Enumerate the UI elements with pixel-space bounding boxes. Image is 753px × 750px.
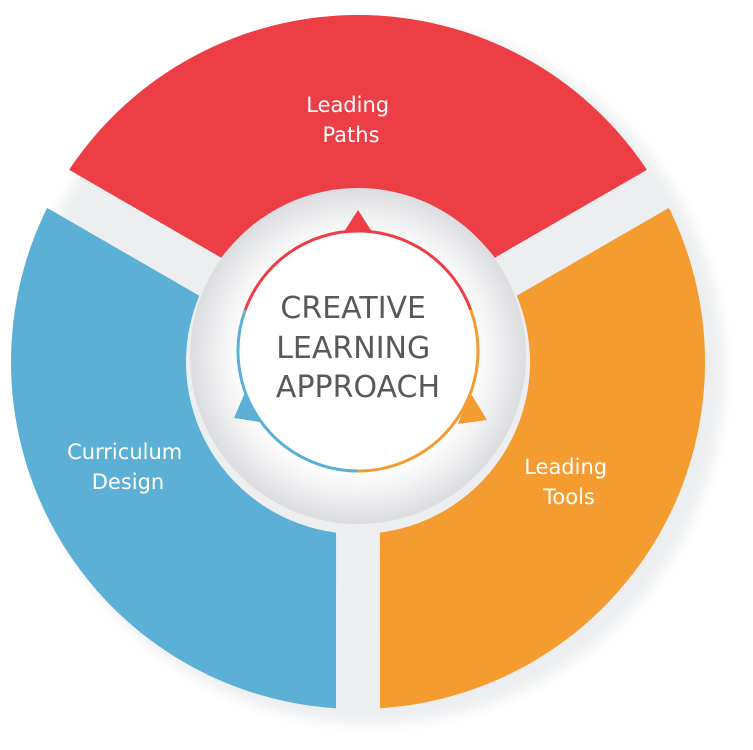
label-line: Tools [542,485,595,509]
label-line: Paths [322,123,379,147]
center-border-orange [357,309,480,473]
center-border-blue [236,309,359,473]
center-title: CREATIVE LEARNING APPROACH [276,291,440,405]
label-line: Leading [306,93,389,117]
label-line: Design [92,470,165,494]
label-line: Curriculum [67,440,182,464]
center-title-line-1: CREATIVE [280,291,426,326]
center-title-line-2: LEARNING [276,331,430,366]
arrow-leading-tools-icon [458,392,487,424]
segment-curriculum-design [11,207,337,709]
arrow-curriculum-design-icon [234,390,260,422]
label-curriculum-design: Curriculum Design [67,440,189,494]
label-line: Leading [524,455,607,479]
label-leading-paths: Leading Paths [306,93,396,147]
segment-leading-paths [69,15,647,258]
center-title-line-3: APPROACH [276,370,440,405]
ring-segments [11,15,705,709]
label-leading-tools: Leading Tools [524,455,614,509]
center-circle [238,231,478,471]
segment-leading-tools [379,207,705,709]
center-border-red [243,229,473,311]
